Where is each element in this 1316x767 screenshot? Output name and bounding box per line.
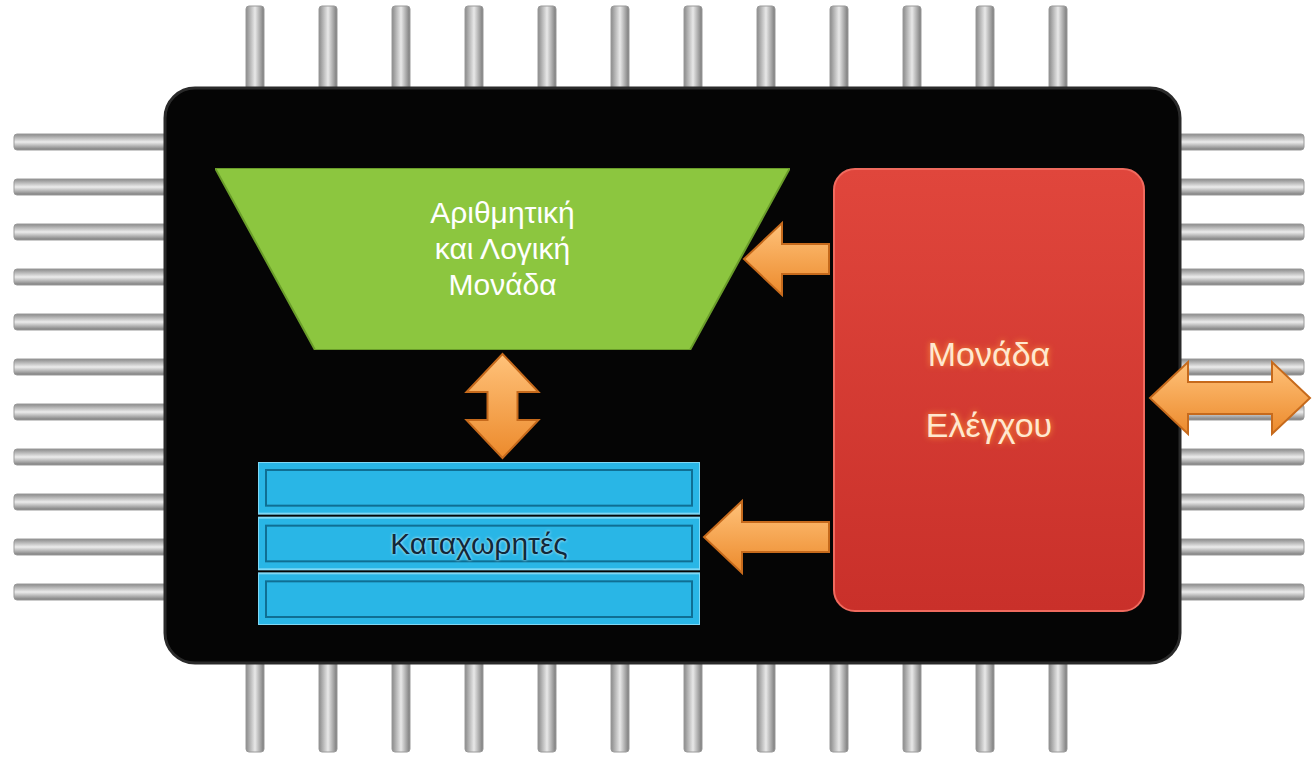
chip-pin — [976, 660, 994, 752]
alu-trapezoid: Αριθμητική και Λογική Μονάδα — [215, 168, 790, 350]
registers-stack: Καταχωρητές — [258, 462, 700, 625]
register-bar — [258, 518, 700, 570]
chip-pin — [1049, 660, 1067, 752]
chip-pin — [830, 6, 848, 90]
chip-pin — [1178, 449, 1304, 465]
chip-pin — [319, 660, 337, 752]
chip-pin — [538, 660, 556, 752]
chip-pin — [14, 134, 168, 150]
register-bar-inset — [266, 470, 692, 506]
chip-pin — [246, 6, 264, 90]
chip-pin — [14, 449, 168, 465]
node-label: Μονάδα Ελέγχου — [904, 319, 1074, 462]
chip-pin — [1178, 224, 1304, 240]
chip-pin — [319, 6, 337, 90]
register-bar — [258, 462, 700, 514]
chip-pin — [14, 494, 168, 510]
chip-pin — [1178, 269, 1304, 285]
chip-pin — [14, 584, 168, 600]
chip-pin — [830, 660, 848, 752]
chip-pins — [14, 6, 1304, 752]
chip-pin — [538, 6, 556, 90]
chip-pin — [14, 359, 168, 375]
chip-pin — [465, 660, 483, 752]
alu-shape — [215, 168, 790, 350]
chip-pin — [14, 224, 168, 240]
register-bar — [258, 573, 700, 625]
chip-pin — [465, 6, 483, 90]
block-arrow — [467, 354, 539, 458]
chip-pin — [392, 6, 410, 90]
chip-pin — [1049, 6, 1067, 90]
chip-pin — [976, 6, 994, 90]
chip-pin — [1178, 359, 1304, 375]
block-arrow — [704, 501, 829, 573]
node-label: Καταχωρητές — [390, 526, 568, 562]
chip-pin — [757, 660, 775, 752]
chip-pin — [1178, 539, 1304, 555]
chip-pin — [14, 179, 168, 195]
chip-pin — [1178, 179, 1304, 195]
chip-pin — [246, 660, 264, 752]
chip-pin — [611, 660, 629, 752]
chip-body — [165, 88, 1180, 663]
chip-pin — [611, 6, 629, 90]
block-arrow — [744, 223, 829, 295]
chip-pin — [14, 539, 168, 555]
chip-pin — [392, 660, 410, 752]
register-bar-inset — [266, 581, 692, 617]
register-bar-inset — [266, 526, 692, 562]
chip-pin — [1178, 494, 1304, 510]
chip-pin — [757, 6, 775, 90]
chip-pin — [14, 314, 168, 330]
chip-pin — [684, 660, 702, 752]
chip-pin — [903, 660, 921, 752]
bus-arrow — [1150, 362, 1310, 434]
chip-pin — [1178, 314, 1304, 330]
chip-pin — [1178, 134, 1304, 150]
chip-pin — [684, 6, 702, 90]
chip-pin — [14, 404, 168, 420]
control-unit-box: Μονάδα Ελέγχου — [833, 168, 1145, 612]
chip-pin — [903, 6, 921, 90]
node-label: Αριθμητική και Λογική Μονάδα — [408, 195, 598, 303]
chip-pin — [1178, 584, 1304, 600]
chip-pin — [14, 269, 168, 285]
